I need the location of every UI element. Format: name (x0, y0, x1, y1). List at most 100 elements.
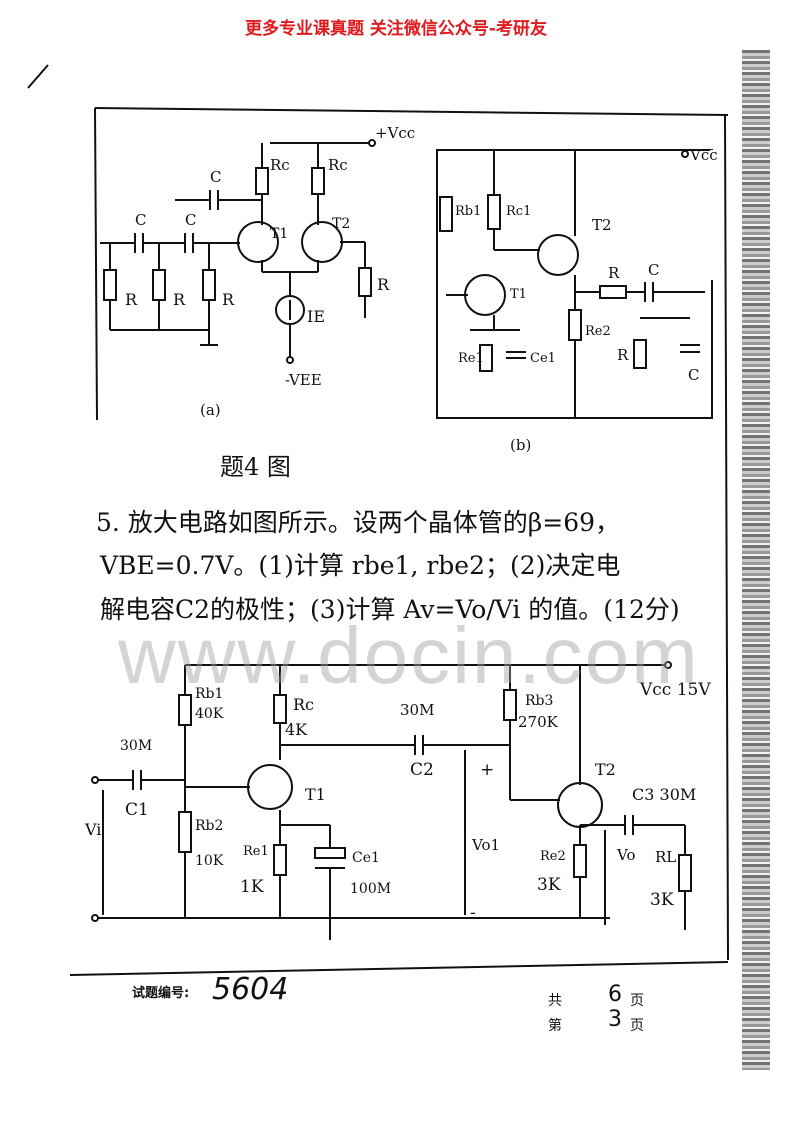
label-c: C (688, 366, 699, 384)
total-label: 共 (548, 993, 562, 1009)
frame-bottom (69, 961, 729, 976)
label-c2: C2 (410, 760, 434, 780)
frame-top (94, 107, 729, 116)
problem-line-1: 5. 放大电路如图所示。设两个晶体管的β=69， (96, 508, 621, 537)
label-rc: Rc (328, 156, 348, 174)
circuit-wire (311, 167, 325, 195)
plus-sign: + (480, 760, 494, 780)
minus-sign: - (470, 903, 476, 923)
label-c1: C1 (125, 800, 149, 820)
value-rc: 4K (285, 720, 308, 739)
circuit-wire (314, 847, 346, 859)
label-ce1: Ce1 (352, 850, 380, 866)
page-unit: 页 (630, 993, 644, 1009)
circuit-wire (91, 914, 99, 922)
label-rl: RL (655, 848, 676, 866)
circuit-wire (464, 274, 506, 316)
circuit-wire (633, 339, 647, 369)
label-r: R (377, 275, 390, 294)
label-r: R (173, 290, 186, 309)
circuit-wire (557, 782, 603, 828)
circuit-wire (439, 196, 453, 232)
label-c: C (210, 168, 221, 186)
circuit-wire (286, 356, 294, 364)
label-rb1: Rb1 (455, 204, 481, 219)
label-ie: IE (307, 307, 325, 326)
label-t2: T2 (592, 216, 612, 234)
label-c: C (648, 261, 659, 279)
label-r: R (222, 290, 235, 309)
circuit-wire (568, 309, 582, 341)
page-label: 第 (548, 1018, 562, 1034)
caption-b: (b) (510, 436, 531, 454)
label-vcc-b: Vcc (689, 146, 718, 164)
label-t2: T2 (332, 216, 350, 232)
circuit-b (436, 149, 714, 419)
frame-right (724, 114, 729, 961)
problem-line-3: 解电容C2的极性；(3)计算 Av=Vo/Vi 的值。(12分) (100, 595, 680, 624)
problem-line-2: VBE=0.7V。(1)计算 rbe1, rbe2；(2)决定电 (100, 551, 621, 580)
circuit-wire (152, 269, 166, 301)
circuit-wire (255, 167, 269, 195)
circuit-wire (487, 194, 501, 230)
circuit-wire (247, 764, 293, 810)
label-ce1: Ce1 (530, 351, 556, 366)
circuit-wire (664, 661, 672, 669)
label-re1: Re1 (458, 351, 484, 366)
exam-code-label: 试题编号: (132, 986, 190, 1001)
label-rb1: Rb1 (195, 686, 223, 702)
label-t1: T1 (510, 287, 527, 302)
value-re2: 3K (537, 875, 561, 895)
value-c1: 30M (120, 738, 152, 754)
circuit-wire (537, 234, 579, 276)
frame-left (94, 107, 98, 421)
label-vcc-a: +Vcc (375, 124, 415, 142)
circuit-wire (573, 844, 587, 878)
circuit-wire (273, 844, 287, 876)
label-r: R (608, 264, 620, 282)
circuit-wire (368, 139, 376, 147)
circuit-wire (681, 150, 689, 158)
label-rb3: Rb3 (525, 693, 553, 709)
figure-caption: 题4 图 (220, 453, 291, 481)
circuit-wire (599, 285, 627, 299)
value-rl: 3K (650, 890, 674, 910)
caption-a: (a) (200, 401, 221, 419)
label-c3: C3 30M (632, 785, 696, 804)
label-vee: -VEE (285, 371, 322, 389)
page-header-banner: 更多专业课真题 关注微信公众号-考研友 (245, 19, 547, 39)
circuit-wire (202, 269, 216, 301)
label-rc1: Rc1 (506, 204, 531, 219)
value-rb2: 10K (195, 853, 224, 869)
circuit-a (100, 139, 376, 364)
circuit-wire (178, 811, 192, 853)
value-re1: 1K (240, 877, 264, 897)
label-rc: Rc (270, 156, 290, 174)
label-c: C (185, 211, 196, 229)
circuit-wire (678, 854, 692, 892)
label-t2: T2 (595, 760, 616, 779)
label-re2: Re2 (540, 849, 566, 864)
scan-mark (27, 64, 49, 89)
label-c: C (135, 211, 146, 229)
circuit-wire (91, 776, 99, 784)
watermark: www.docin.com (118, 611, 700, 700)
label-vi: Vi (84, 820, 101, 839)
value-rb1: 40K (195, 706, 224, 722)
value-rb3: 270K (518, 713, 559, 731)
label-re1: Re1 (243, 844, 269, 859)
value-c2: 30M (400, 701, 434, 719)
label-r: R (125, 290, 138, 309)
circuit-5 (91, 661, 692, 940)
circuit-wire (358, 267, 372, 297)
label-rc: Rc (293, 695, 314, 714)
page-number: 3 (608, 1007, 622, 1032)
label-vo1: Vo1 (471, 836, 500, 854)
label-vo: Vo (616, 846, 636, 864)
exam-code: 5604 (212, 972, 289, 1007)
label-t1: T1 (270, 226, 288, 242)
value-ce1: 100M (350, 881, 391, 897)
circuit-wire (479, 344, 493, 372)
label-re2: Re2 (585, 324, 611, 339)
